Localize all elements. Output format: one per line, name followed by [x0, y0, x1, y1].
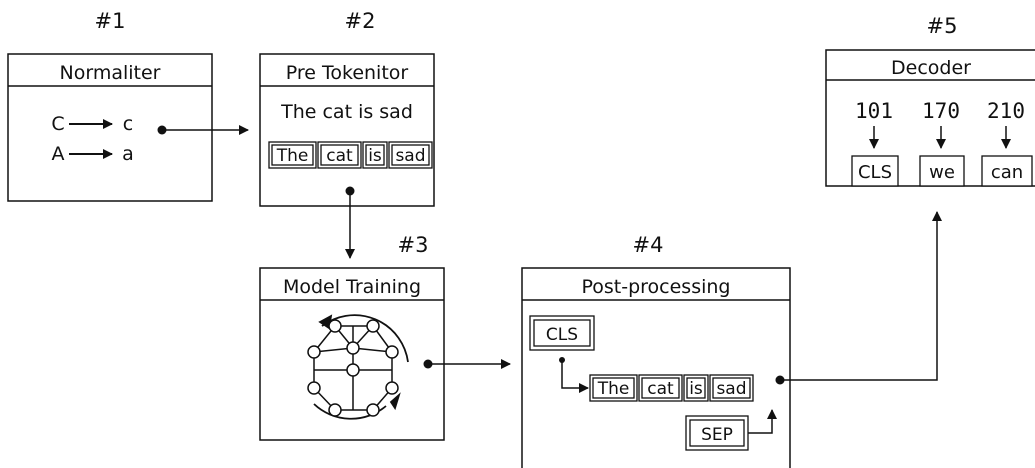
decoder-token-box-2	[919, 155, 965, 187]
stage-2-number: #2	[345, 9, 376, 33]
stage-3-title: Model Training	[283, 276, 421, 298]
rule-1-from: C	[51, 113, 64, 135]
decoder-token-box-3	[981, 155, 1033, 187]
cycle-arrows-icon	[313, 314, 409, 420]
post-token-row: The cat is sad	[589, 374, 754, 402]
decoder-id-3: 210	[987, 99, 1025, 123]
rule-2-to: a	[122, 143, 134, 165]
post-token-2: cat	[647, 379, 674, 399]
post-token-4: sad	[716, 379, 746, 399]
decoder-id-1: 101	[855, 99, 893, 123]
decoder-id-2: 170	[922, 99, 960, 123]
rule-2-from: A	[52, 143, 65, 165]
pre-token-2: cat	[326, 146, 353, 166]
stage-1-title: Normaliter	[60, 62, 161, 84]
post-sep-label: SEP	[701, 425, 733, 445]
stage-4-title: Post-processing	[581, 276, 730, 298]
pre-token-sentence: The cat is sad	[280, 101, 413, 123]
cls-to-tokens-arrow	[561, 360, 589, 393]
decoder-token-box-1	[851, 155, 899, 187]
decoder-token-3: can	[991, 162, 1023, 183]
decoder-token-2: we	[929, 162, 955, 183]
decoder-token-1: CLS	[858, 162, 892, 183]
post-token-3: is	[689, 379, 703, 399]
pre-token-1: The	[276, 146, 309, 166]
pre-token-4: sad	[395, 146, 425, 166]
stage-3-number: #3	[398, 233, 429, 257]
pre-token-3: is	[368, 146, 382, 166]
post-cls-label: CLS	[546, 325, 578, 345]
arrow-4-to-5	[780, 211, 942, 381]
stage-4-box	[521, 267, 791, 468]
stage-5-title: Decoder	[891, 57, 971, 79]
neural-graph-icon	[307, 319, 399, 417]
post-sep-token: SEP	[685, 415, 749, 451]
stage-2-title: Pre Tokenitor	[286, 62, 409, 84]
pre-token-row: The cat is sad	[268, 141, 433, 169]
sep-arrow	[748, 409, 777, 434]
stage-5-number: #5	[927, 14, 958, 38]
stage-4-number: #4	[633, 233, 664, 257]
stage-2-box	[259, 53, 435, 207]
stage-1-number: #1	[95, 9, 126, 33]
post-token-1: The	[597, 379, 630, 399]
post-cls-token: CLS	[529, 315, 595, 351]
rule-1-to: c	[123, 113, 133, 135]
